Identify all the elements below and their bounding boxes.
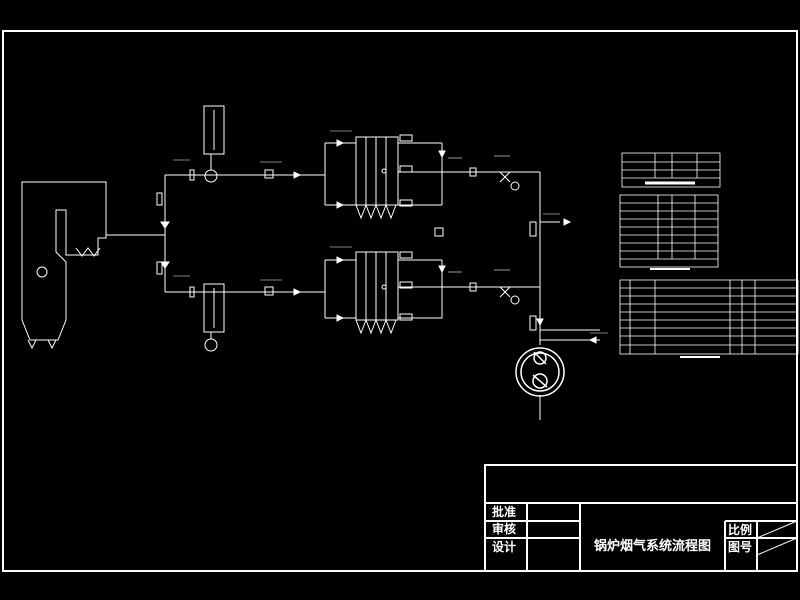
title-block [484, 464, 798, 572]
annotation-marks [173, 130, 608, 334]
air-heater-lower [203, 283, 225, 352]
drawing-border [2, 30, 798, 572]
id-fan-upper [499, 171, 520, 191]
design-label: 设计 [492, 539, 516, 554]
drawing-title: 锅炉烟气系统流程图 [594, 538, 711, 554]
flow-arrows [160, 139, 597, 344]
parameter-table [619, 194, 719, 270]
title-block-text: 批准 审核 设计 锅炉烟气系统流程图 比例 图号 [492, 504, 752, 554]
flue-gas-lines [106, 142, 600, 420]
boiler [21, 181, 107, 350]
chimney [515, 347, 565, 397]
drawing-number-label: 图号 [728, 539, 752, 554]
air-heater-upper [203, 105, 225, 183]
id-fan-lower [499, 286, 520, 305]
equipment-table [619, 279, 799, 358]
precipitator-upper [355, 134, 413, 220]
review-label: 审核 [492, 521, 516, 536]
legend-table [621, 152, 721, 188]
precipitator-lower [355, 251, 413, 335]
approve-label: 批准 [492, 504, 516, 519]
line-fittings [156, 167, 537, 331]
scale-label: 比例 [728, 522, 752, 537]
